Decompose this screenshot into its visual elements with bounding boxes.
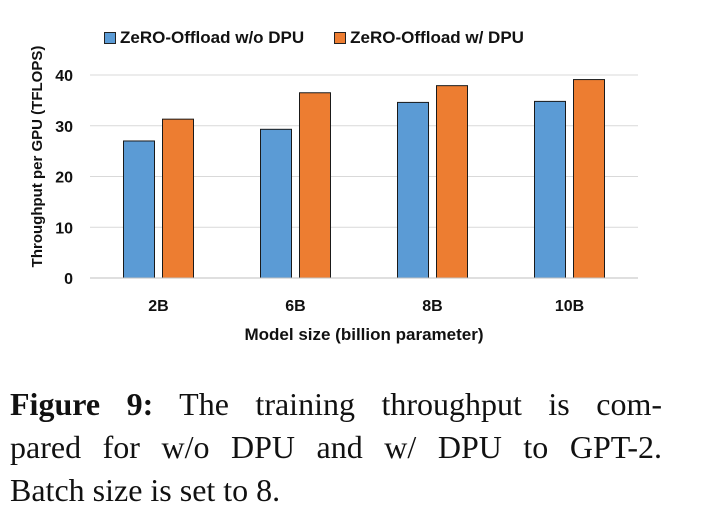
figure-label: Figure 9: — [10, 386, 154, 422]
x-axis-label: Model size (billion parameter) — [245, 325, 484, 344]
bar-6B-wo-dpu — [260, 128, 292, 279]
legend-label-wo-dpu: ZeRO-Offload w/o DPU — [120, 28, 305, 47]
bar-6B-w-dpu — [299, 92, 331, 279]
bar-2B-w-dpu — [162, 118, 194, 279]
caption-line-1: Figure 9: The training throughput is com… — [10, 383, 662, 426]
bar-8B-wo-dpu — [397, 101, 429, 279]
y-tick-label: 20 — [55, 170, 73, 187]
legend: ZeRO-Offload w/o DPU ZeRO-Offload w/ DPU — [104, 28, 524, 48]
y-axis-label: Throughput per GPU (TFLOPS) — [29, 46, 46, 268]
y-tick-labels: 0 10 20 30 40 — [55, 68, 73, 288]
bar-chart: 0 10 20 30 40 2B 6B 8B 10B Model size (billion … — [29, 46, 638, 344]
caption-line-3: Batch size is set to 8. — [10, 472, 281, 508]
figure-caption: Figure 9: The training throughput is com… — [10, 383, 662, 512]
legend-swatch-w-dpu — [334, 32, 347, 44]
bar-10B-wo-dpu — [534, 100, 566, 279]
y-tick-label: 40 — [55, 68, 73, 85]
x-tick-label: 10B — [555, 298, 584, 315]
caption-line-2: pared for w/o DPU and w/ DPU to GPT-2. — [10, 429, 662, 465]
bar-8B-w-dpu — [436, 85, 468, 279]
x-tick-label: 6B — [285, 298, 305, 315]
bars — [123, 79, 605, 279]
legend-item-w-dpu: ZeRO-Offload w/ DPU — [334, 28, 524, 48]
bar-10B-w-dpu — [573, 79, 605, 279]
y-tick-label: 10 — [55, 220, 73, 237]
bar-2B-wo-dpu — [123, 140, 155, 279]
x-tick-label: 8B — [422, 298, 442, 315]
x-tick-label: 2B — [148, 298, 168, 315]
x-tick-labels: 2B 6B 8B 10B — [148, 298, 584, 315]
y-tick-label: 0 — [64, 271, 73, 288]
legend-label-w-dpu: ZeRO-Offload w/ DPU — [350, 28, 524, 47]
caption-text-1: The training throughput is com- — [179, 386, 663, 422]
legend-swatch-wo-dpu — [104, 32, 116, 44]
y-tick-label: 30 — [55, 119, 73, 136]
legend-item-wo-dpu: ZeRO-Offload w/o DPU — [104, 28, 304, 48]
